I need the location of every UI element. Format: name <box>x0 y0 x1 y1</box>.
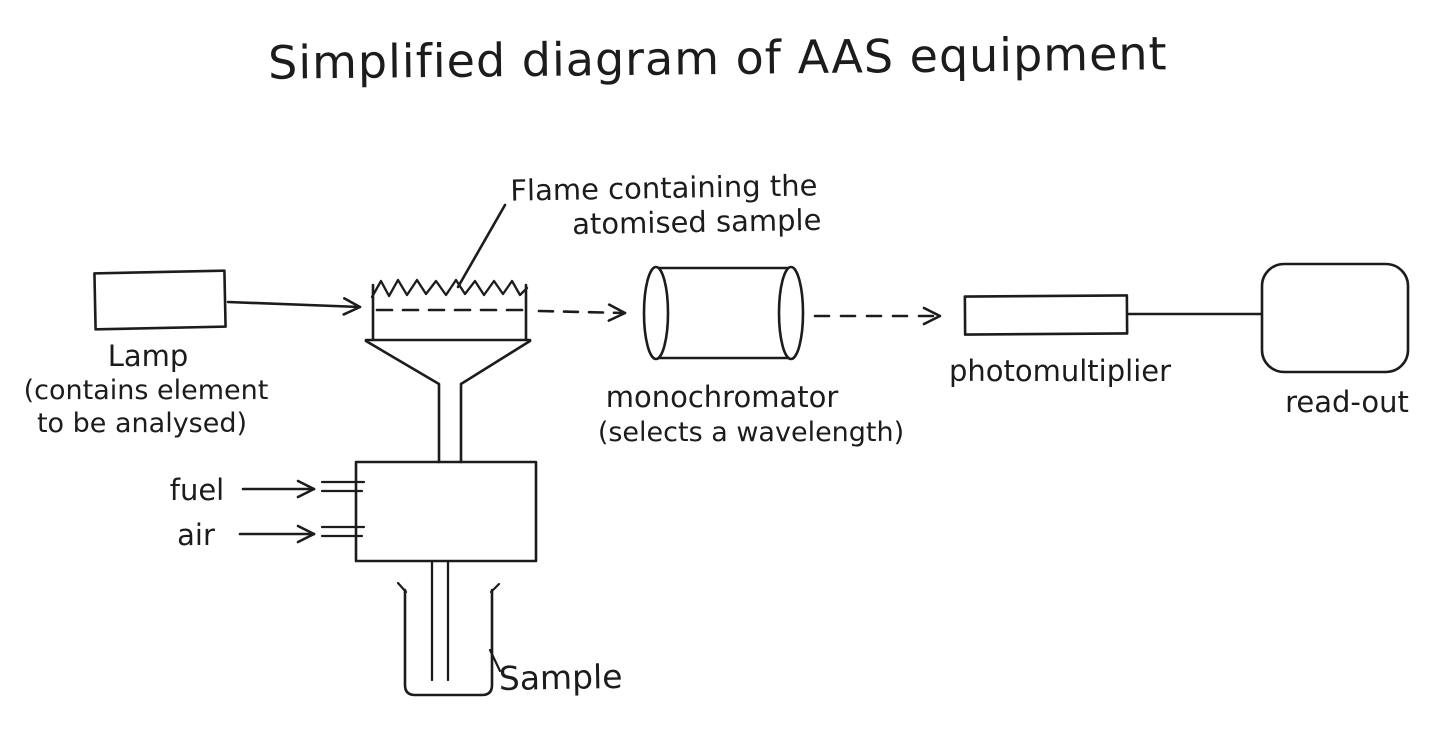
lamp-box <box>93 269 227 331</box>
readout-box <box>1260 262 1410 374</box>
burner-mixing-chamber <box>354 460 538 563</box>
fuel-label: fuel <box>170 473 225 507</box>
sample-leader-line <box>488 648 502 673</box>
monochromator-label-line2: (selects a wavelength) <box>598 417 904 448</box>
lamp-label-line3: to be analysed) <box>37 408 247 439</box>
monochromator-right-lens <box>777 265 805 361</box>
flame-label-leader-line <box>456 203 507 289</box>
photomultiplier-label: photomultiplier <box>949 354 1171 388</box>
monochromator-left-lens <box>642 265 670 361</box>
lamp-label-line1: Lamp <box>108 339 189 373</box>
burner-funnel-right <box>459 339 532 464</box>
readout-label: read-out <box>1285 385 1409 419</box>
diagram-text-layer: Simplified diagram of AAS equipment Flam… <box>24 26 1409 698</box>
air-label: air <box>177 518 215 552</box>
lamp-label-line2: (contains element <box>24 375 269 406</box>
sample-label: Sample <box>498 657 622 698</box>
beaker-rim-flare-right <box>489 582 501 594</box>
photomultiplier-box <box>963 294 1129 336</box>
flame-label-line2: atomised sample <box>572 203 822 241</box>
flame-label-line1: Flame containing the <box>510 168 818 207</box>
flame-zigzag <box>370 278 529 299</box>
diagram-ink-layer <box>93 203 1410 697</box>
monochromator-label-line1: monochromator <box>606 380 839 414</box>
lamp-to-flame-arrow <box>226 297 362 316</box>
burner-funnel-left <box>364 339 441 464</box>
sample-beaker <box>403 588 494 697</box>
beam-flame-to-monochromator <box>537 303 627 322</box>
beaker-rim-flare-left <box>396 581 408 594</box>
diagram-title: Simplified diagram of AAS equipment <box>268 26 1168 89</box>
